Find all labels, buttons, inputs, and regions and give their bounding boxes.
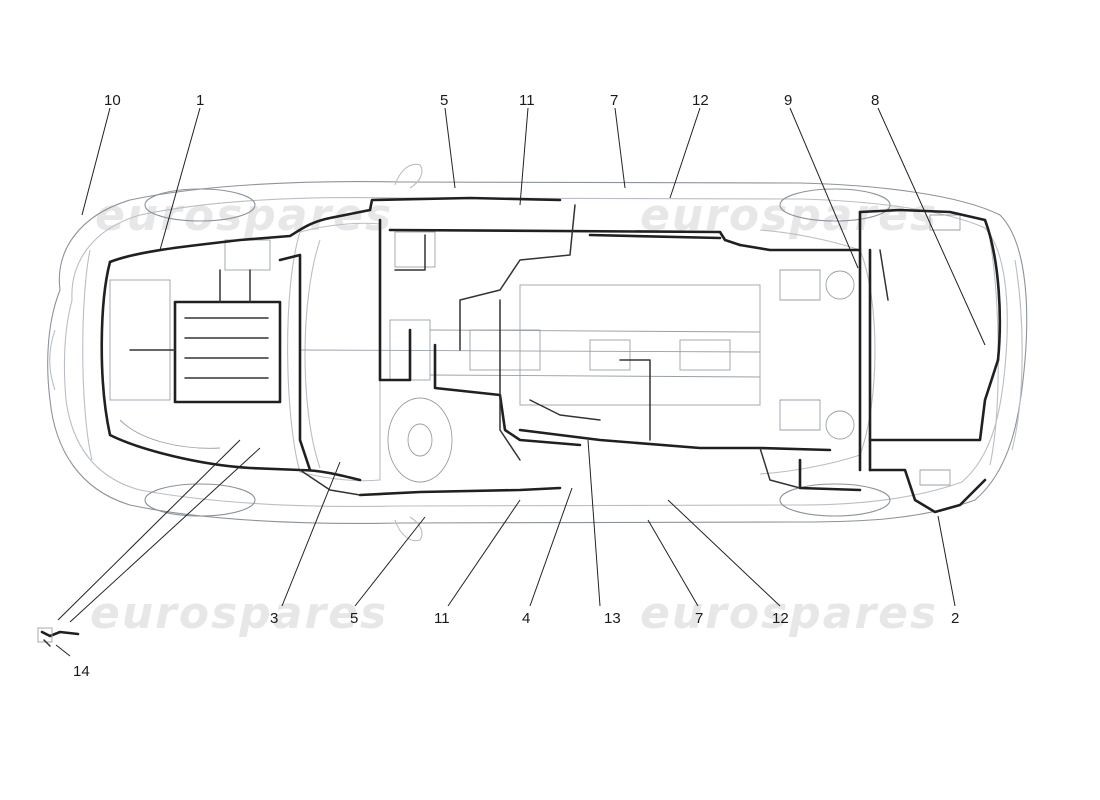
callout-14: 14 <box>73 663 90 680</box>
callout-12-bottom: 12 <box>772 610 789 627</box>
callouts-bottom: 3 5 11 4 13 7 12 2 14 <box>73 610 959 680</box>
callout-5-bottom: 5 <box>350 610 358 627</box>
watermark-bottom-left: eurospares <box>90 588 388 639</box>
callouts-top: 10 1 5 11 7 12 9 8 <box>104 92 879 109</box>
callout-9: 9 <box>784 92 792 109</box>
callout-1: 1 <box>196 92 204 109</box>
callout-11-top: 11 <box>519 92 535 109</box>
callout-3: 3 <box>270 610 278 627</box>
callout-12-top: 12 <box>692 92 709 109</box>
callout-11-bottom: 11 <box>434 610 450 627</box>
callout-8: 8 <box>871 92 879 109</box>
part-14-connector <box>37 627 80 647</box>
car-body-outline <box>47 163 1028 542</box>
watermark-bottom-right: eurospares <box>640 588 938 639</box>
callout-13: 13 <box>604 610 621 627</box>
callout-2: 2 <box>951 610 959 627</box>
wiring-harness-main <box>100 196 1002 514</box>
callout-7-top: 7 <box>610 92 618 109</box>
callout-10: 10 <box>104 92 121 109</box>
callout-7-bottom: 7 <box>695 610 703 627</box>
callout-4: 4 <box>522 610 530 627</box>
leader-lines <box>55 107 986 657</box>
callout-5-top: 5 <box>440 92 448 109</box>
